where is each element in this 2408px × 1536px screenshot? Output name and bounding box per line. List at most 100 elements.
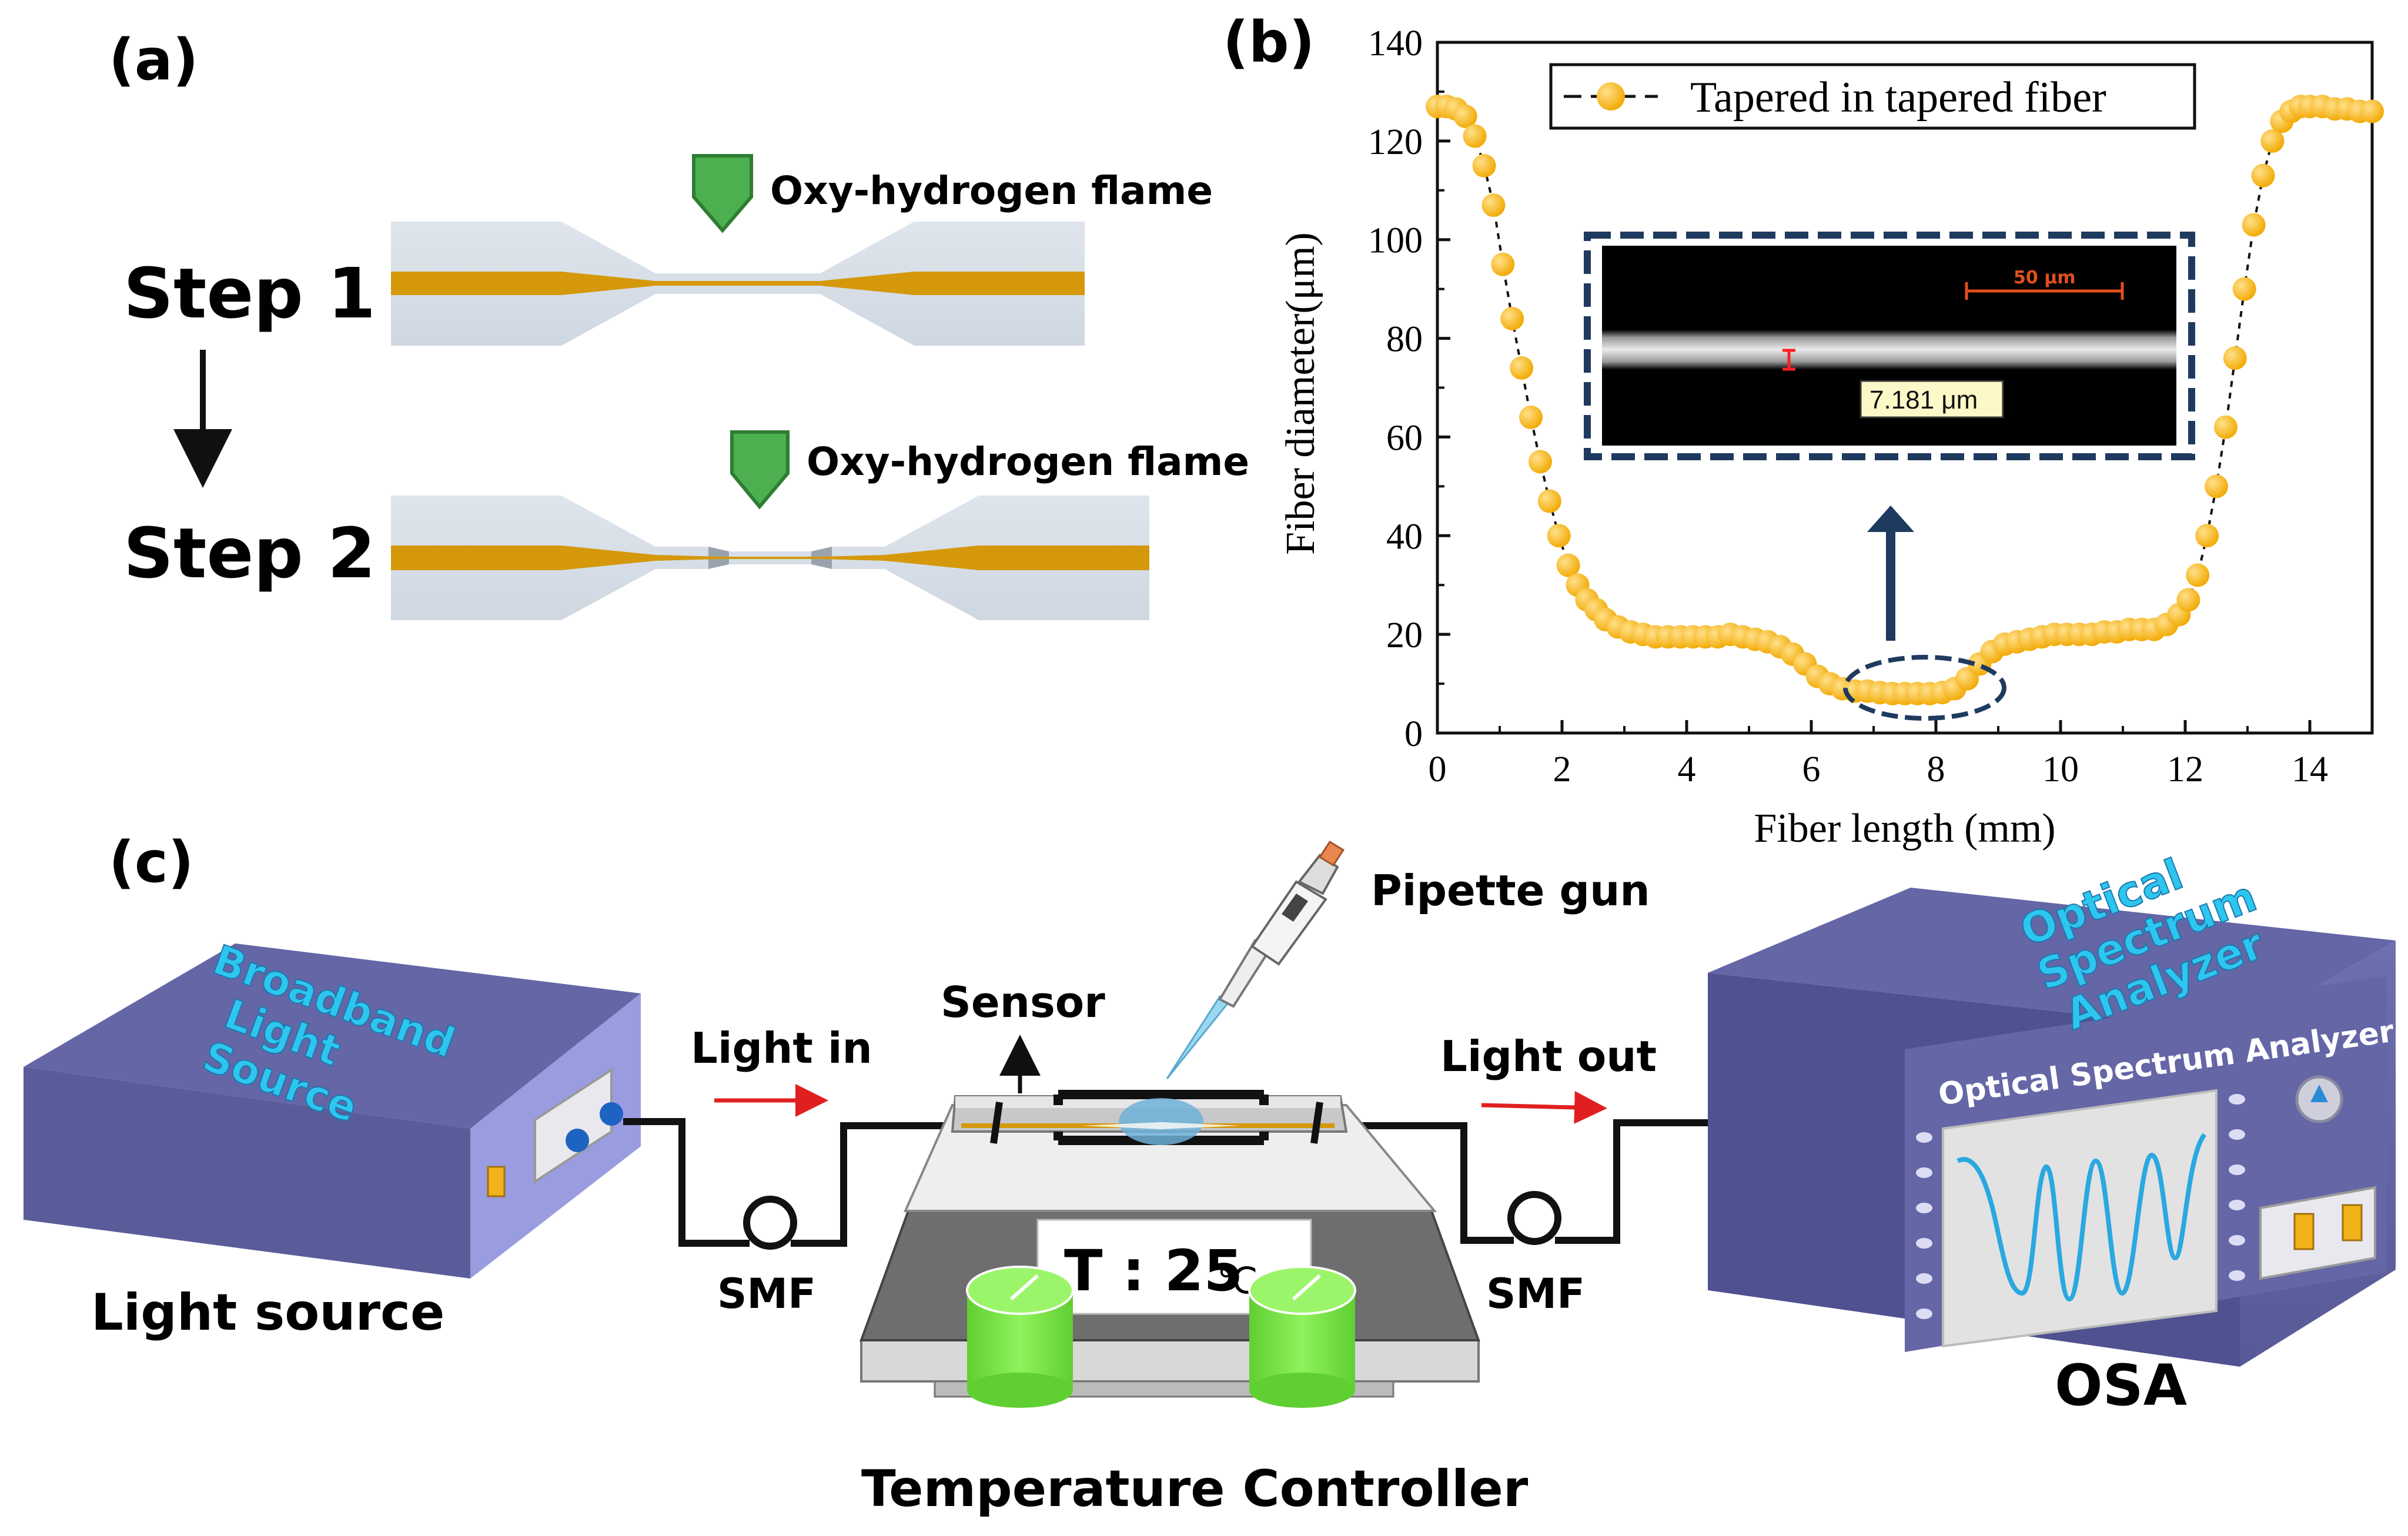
- chart-series: [1426, 95, 2384, 705]
- x-tick-label: 12: [2167, 749, 2203, 789]
- data-point: [2195, 524, 2219, 548]
- inset-measure-box: [1859, 380, 2004, 419]
- data-point: [2251, 163, 2275, 188]
- fiber-cable-left: [623, 1118, 964, 1247]
- smf-coil-right: [1507, 1191, 1561, 1245]
- light-source-port-panel: [534, 1067, 613, 1184]
- inset-measure-label: 7.181 μm: [1869, 386, 1978, 414]
- light-source-front: [24, 1067, 470, 1279]
- data-point: [2260, 129, 2285, 153]
- temp-display-value: T : 25: [1064, 1238, 1243, 1304]
- x-tick-label: 6: [1802, 749, 1821, 789]
- data-point: [2232, 277, 2256, 301]
- x-axis-label: Fiber length (mm): [1754, 806, 2055, 851]
- y-tick-label: 40: [1386, 517, 1423, 557]
- osa-screen: [1942, 1089, 2218, 1348]
- x-tick-label: 0: [1429, 749, 1447, 789]
- osa-spectrum-trace: [1956, 1133, 2207, 1302]
- legend-box: [1549, 63, 2196, 130]
- light-source-label: Light source: [91, 1283, 444, 1342]
- data-point: [2186, 563, 2210, 587]
- y-tick-label: 120: [1368, 122, 1423, 162]
- chart-legend: Tapered in tapered fiber: [1549, 63, 2196, 130]
- osa-left-buttons: [1916, 1132, 1932, 1319]
- y-tick-label: 0: [1404, 714, 1423, 754]
- smf-right-label: SMF: [1486, 1270, 1585, 1318]
- flame2-label: Oxy-hydrogen flame: [807, 439, 1249, 484]
- step1-label: Step 1: [123, 253, 376, 334]
- data-point: [1500, 307, 1524, 330]
- step1-core: [391, 272, 1085, 295]
- panel-a: (a) Oxy-hydrogen flame Step 1 Oxy-hydrog…: [109, 27, 1249, 620]
- light-source-switch: [487, 1166, 506, 1197]
- y-tick-label: 140: [1368, 24, 1423, 63]
- flame2-icon: [730, 430, 790, 510]
- x-tick-label: 4: [1678, 749, 1696, 789]
- smf-coil-left: [743, 1196, 797, 1250]
- y-tick-label: 20: [1386, 615, 1423, 655]
- data-point: [1491, 252, 1515, 276]
- data-point: [1510, 356, 1534, 380]
- osa-label: OSA: [2055, 1353, 2187, 1418]
- panel-a-label: (a): [109, 27, 199, 93]
- x-tick-label: 10: [2042, 749, 2079, 789]
- temp-controller-label: Temperature Controller: [861, 1460, 1529, 1518]
- sensor-droplet: [1119, 1098, 1203, 1145]
- light-in-label: Light in: [691, 1023, 872, 1073]
- data-point: [1453, 104, 1477, 128]
- knob-left[interactable]: [966, 1266, 1074, 1408]
- flame1-label: Oxy-hydrogen flame: [770, 168, 1213, 213]
- light-source-top: [24, 943, 641, 1129]
- controller-base: [860, 1339, 1480, 1383]
- data-point: [2176, 588, 2200, 612]
- sensor-label: Sensor: [941, 978, 1105, 1027]
- panel-b-label: (b): [1223, 9, 1315, 75]
- legend-marker: [1597, 82, 1625, 111]
- x-tick-label: 14: [2292, 749, 2328, 789]
- flame1-icon: [692, 154, 753, 233]
- light-source-port-1: [600, 1102, 623, 1126]
- data-point: [2360, 99, 2384, 123]
- osa-device: Optical Spectrum Analyzer Optical Spectr…: [1708, 848, 2396, 1367]
- y-axis-label: Fiber diameter(μm): [1278, 232, 1323, 555]
- step2-label: Step 2: [123, 513, 376, 594]
- panel-c: (c) Broadband Light Source Light source …: [24, 829, 2396, 1518]
- data-point: [2205, 474, 2228, 498]
- x-tick-label: 2: [1553, 749, 1571, 789]
- data-point: [2223, 346, 2247, 370]
- pipette-gun-icon: [1166, 840, 1345, 1079]
- panel-c-label: (c): [109, 829, 194, 895]
- data-point: [2242, 213, 2266, 237]
- osa-switch-2[interactable]: [2342, 1204, 2363, 1241]
- osa-right-buttons: [2229, 1094, 2245, 1281]
- x-tick-label: 8: [1927, 749, 1945, 789]
- osa-top: [1708, 888, 2396, 1032]
- smf-left-label: SMF: [717, 1270, 816, 1318]
- inset-scale-label: 50 μm: [2014, 267, 2076, 288]
- temperature-controller: T : 25 ℃: [859, 1090, 1480, 1408]
- sensor-taper: [1082, 1122, 1240, 1129]
- light-out-arrow: [1481, 1090, 1607, 1124]
- light-out-label: Light out: [1440, 1032, 1657, 1081]
- data-point: [2213, 415, 2238, 439]
- step2-fiber: [391, 496, 1149, 620]
- inset-measure-marker: [1782, 349, 1795, 371]
- data-point: [1556, 553, 1580, 577]
- data-point: [1537, 489, 1561, 513]
- data-point: [1519, 405, 1543, 429]
- y-tick-label: 80: [1386, 320, 1423, 360]
- knob-right[interactable]: [1248, 1266, 1356, 1408]
- light-source-device: Broadband Light Source: [24, 935, 641, 1279]
- data-point: [1472, 153, 1496, 178]
- data-point: [1528, 450, 1552, 474]
- inset-frame: [1584, 232, 2195, 460]
- osa-switch-1[interactable]: [2293, 1213, 2315, 1250]
- light-source-port-2: [566, 1129, 589, 1152]
- inset-micrograph: 50 μm 7.181 μm: [1584, 232, 2195, 460]
- y-tick-label: 100: [1368, 221, 1423, 261]
- legend-entry: Tapered in tapered fiber: [1690, 73, 2106, 122]
- data-point: [1481, 193, 1506, 217]
- data-point: [1463, 124, 1487, 148]
